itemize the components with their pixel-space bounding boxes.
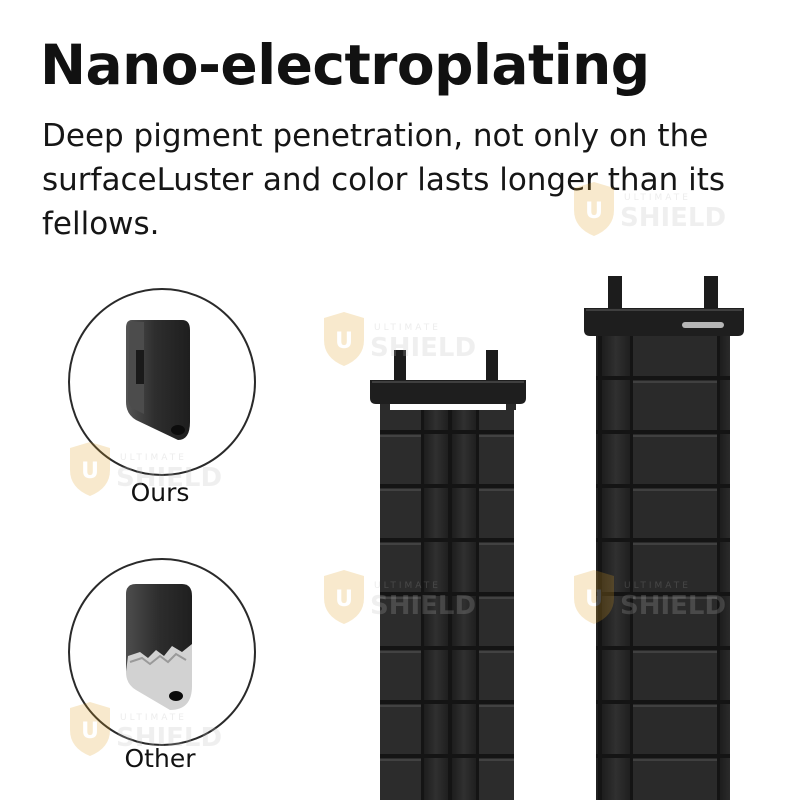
- other-link-illustration: [126, 584, 192, 710]
- description-text: Deep pigment penetration, not only on th…: [42, 118, 725, 242]
- right-watch-band: [584, 276, 744, 800]
- other-caption: Other: [124, 744, 196, 773]
- ours-caption: Ours: [130, 478, 190, 507]
- left-watch-band: [370, 350, 526, 800]
- ours-link-closeup: [68, 288, 256, 476]
- headline: Nano-electroplating: [40, 33, 650, 97]
- other-link-closeup: [68, 558, 256, 746]
- ours-link-illustration: [126, 320, 190, 440]
